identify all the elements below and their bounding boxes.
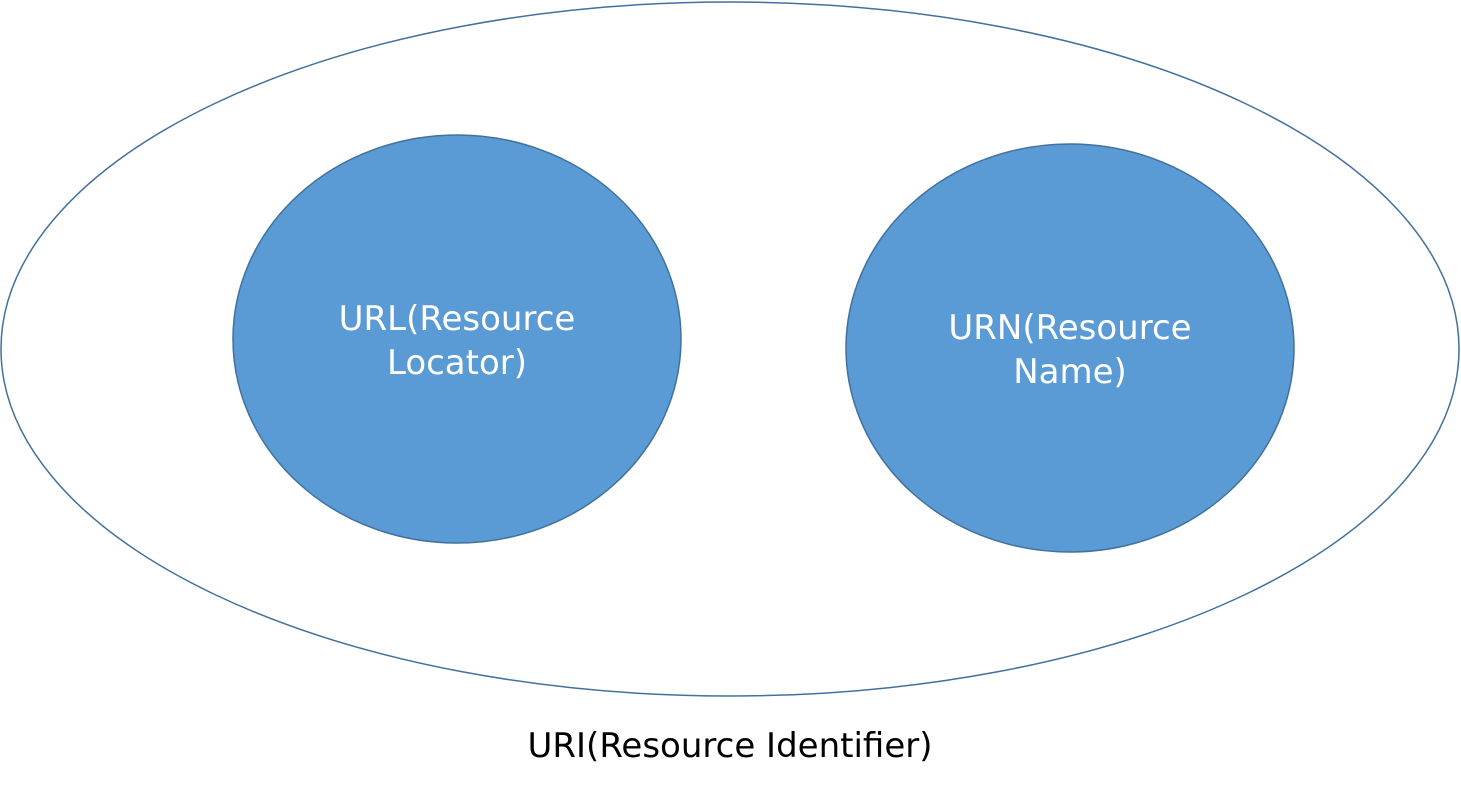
urn-label-line2: Name): [1013, 352, 1127, 392]
url-label-line1: URL(Resource: [338, 299, 576, 339]
urn-label: URN(Resource Name): [900, 305, 1240, 395]
url-label-line2: Locator): [386, 343, 528, 383]
urn-ellipse: [845, 143, 1295, 553]
urn-label-line1: URN(Resource: [948, 308, 1192, 348]
url-ellipse: [232, 134, 682, 544]
uri-caption: URI(Resource Identifier): [527, 726, 933, 766]
url-label: URL(Resource Locator): [287, 296, 627, 386]
